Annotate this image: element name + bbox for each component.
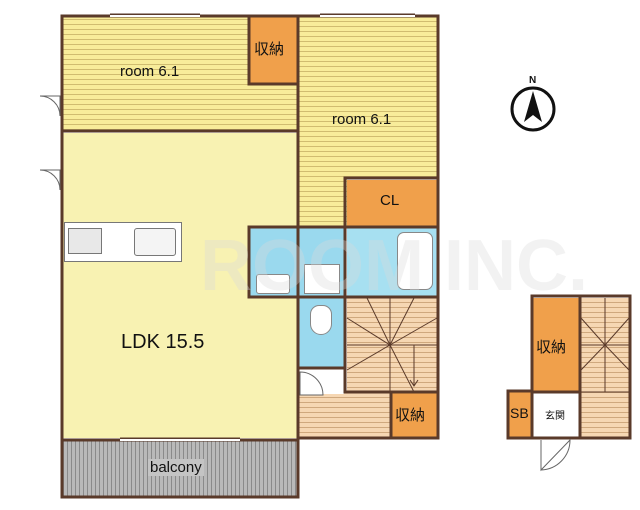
storage-top-label: 収納 — [254, 41, 285, 58]
ldk-label: LDK 15.5 — [121, 331, 205, 353]
room-left-label: room 6.1 — [120, 63, 180, 80]
compass-north-label: N — [529, 75, 537, 86]
closet-label: CL — [380, 192, 400, 209]
washing-machine-icon — [304, 264, 340, 294]
entrance-floor — [534, 394, 579, 437]
stove-icon — [68, 228, 102, 254]
room-right-label: room 6.1 — [332, 111, 392, 128]
room-right-floor-lower — [299, 177, 347, 227]
balcony-label: balcony — [148, 459, 204, 476]
storage-annex-label: 収納 — [536, 339, 567, 356]
shoe-box-label: SB — [510, 405, 529, 421]
bathtub-icon — [397, 232, 433, 290]
watermark-text: ROOM INC. — [200, 226, 588, 306]
room-right-floor — [299, 17, 437, 177]
closet — [347, 180, 437, 227]
storage-bottom — [392, 393, 437, 437]
storage-top — [250, 17, 297, 83]
storage-annex — [533, 298, 579, 391]
sink-icon — [134, 228, 176, 256]
shoe-box — [509, 392, 532, 438]
storage-bottom-label: 収納 — [395, 407, 426, 424]
stairs-annex — [581, 298, 629, 438]
washbasin-icon — [256, 274, 290, 294]
entrance-label: 玄関 — [545, 411, 565, 422]
hallway — [299, 392, 392, 438]
toilet-icon — [310, 305, 332, 335]
compass-icon — [510, 86, 556, 132]
